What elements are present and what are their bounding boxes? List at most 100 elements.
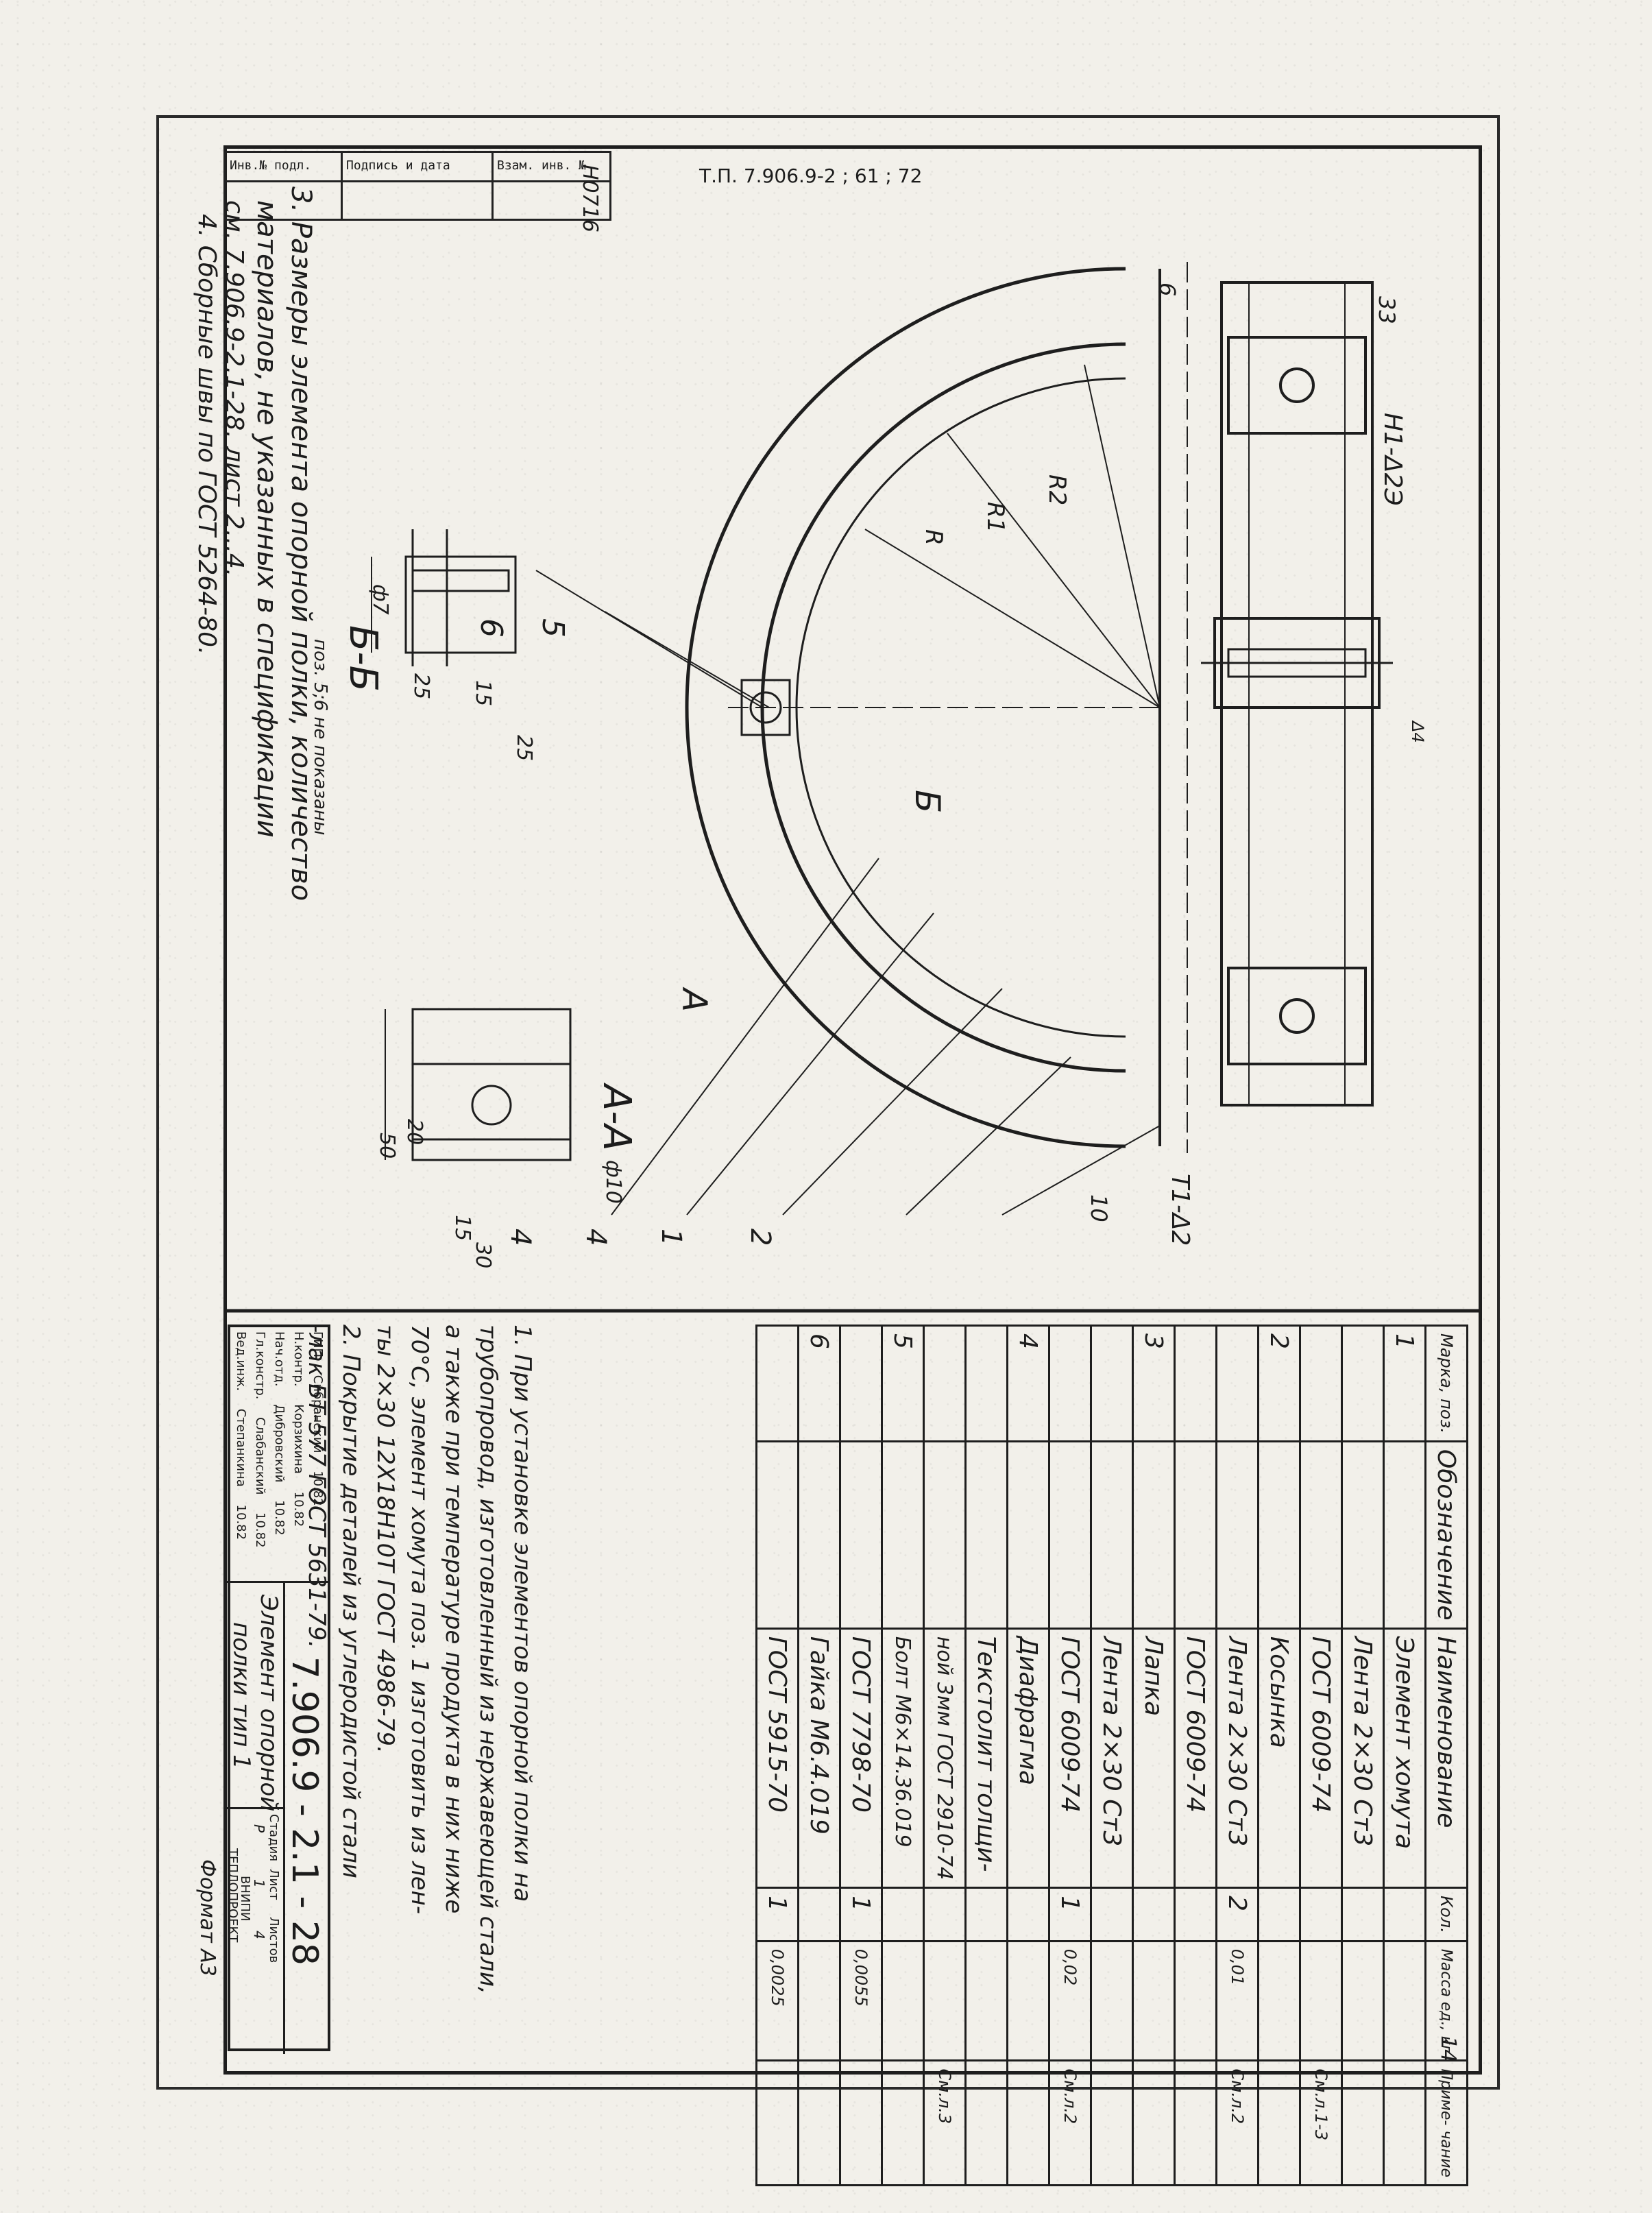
cell: [1300, 1441, 1342, 1629]
cell: 6: [798, 1325, 840, 1442]
weld-mark-bottom: Т1-Δ2: [1166, 1174, 1194, 1246]
stamp-box: Инв.№ подл. Подпись и дата Взам. инв. №: [223, 151, 611, 221]
cell: [840, 1325, 882, 1442]
radius-r: R: [920, 529, 947, 546]
cell: [1216, 1325, 1259, 1442]
cell: [965, 1941, 1008, 2061]
dim-15b: 15: [450, 1215, 474, 1242]
cell: См.л.1-3: [1300, 2060, 1342, 2186]
cell: Гайка М6.4.019: [798, 1628, 840, 1888]
cell: 2: [1258, 1325, 1300, 1442]
stamp-cell-3: Взам. инв. №: [497, 158, 587, 173]
cell: [1174, 2060, 1217, 2186]
cell: [1091, 1325, 1133, 1442]
cell: [1091, 2060, 1133, 2186]
title-block: 7.906.9 - 2.1 - 28 Элемент опорной полки…: [225, 1325, 330, 2054]
cell: [1007, 1887, 1049, 1942]
cell: Текстолит толщи-: [965, 1628, 1008, 1888]
cell: [965, 1441, 1008, 1629]
cell: [798, 1887, 840, 1942]
org-line2: ТЕПЛОПРОЕКТ: [226, 1848, 240, 1943]
pos-4b: 4: [505, 1229, 536, 1246]
dim-25a: 25: [409, 673, 433, 700]
org-line1: ВНИПИ: [238, 1876, 252, 1922]
note-3: 3. Размеры элемента опорной полки, колич…: [285, 186, 317, 902]
table-row: Текстолит толщи-: [965, 1325, 1008, 2186]
doc-reference: Т.П. 7.906.9-2 ; 61 ; 72: [699, 165, 923, 187]
cell: ГОСТ 6009-74: [1049, 1628, 1091, 1888]
cell: 3: [1132, 1325, 1175, 1442]
sheet-label: Лист: [267, 1869, 281, 1900]
dim-25b: 25: [512, 735, 536, 762]
sheets-label: Листов: [267, 1917, 281, 1963]
cell: [882, 1887, 924, 1942]
technical-drawing: [223, 262, 1482, 1313]
cell: [1258, 1441, 1300, 1629]
role-date: 10.82: [272, 1500, 287, 1536]
spec-header-row: Марка, поз. Обозначение Наименование Кол…: [1425, 1325, 1468, 2186]
cell: См.л.3: [923, 2060, 966, 2186]
role-date: 10.82: [291, 1491, 306, 1527]
role-2: Нач.отд. Дибровский 10.82: [272, 1331, 287, 1536]
cell: [1132, 1887, 1175, 1942]
cell: [882, 1441, 924, 1629]
cut-b-mark: Б: [908, 790, 947, 814]
cell: 1: [1049, 1887, 1091, 1942]
dim-10: 10: [1086, 1194, 1112, 1222]
cell: [1132, 2060, 1175, 2186]
role-date: 10.82: [234, 1504, 248, 1540]
cell: 5: [882, 1325, 924, 1442]
role-1: Н.контр. Корзихина 10.82: [291, 1331, 306, 1527]
cell: Лента 2×30 Ст3: [1216, 1628, 1259, 1888]
table-row: Лента 2×30 Ст3: [1091, 1325, 1133, 2186]
cell: Болт М6×14.36.019: [882, 1628, 924, 1888]
cell: [798, 1941, 840, 2061]
cell: Диафрагма: [1007, 1628, 1049, 1888]
role-person: Сибранский: [311, 1375, 325, 1453]
cell: [1258, 1887, 1300, 1942]
stage-value: Р: [251, 1824, 267, 1833]
cell: 1: [840, 1887, 882, 1942]
cell: [923, 1441, 966, 1629]
cell: [923, 1325, 966, 1442]
cell: [1174, 1441, 1217, 1629]
cell: [1341, 1325, 1384, 1442]
cell: Лента 2×30 Ст3: [1091, 1628, 1133, 1888]
cell: [798, 1441, 840, 1629]
cell: [1007, 2060, 1049, 2186]
cell: [1091, 1941, 1133, 2061]
cell: [840, 2060, 882, 2186]
cell: [1300, 1887, 1342, 1942]
cell: [1174, 1941, 1217, 2061]
pos-1: 1: [655, 1229, 687, 1246]
dim-f7: ф7: [368, 584, 392, 615]
cell: 0,02: [1049, 1941, 1091, 2061]
weld-mark-small: Δ4: [1408, 721, 1427, 743]
role-4: Вед.инж. Степанкина 10.82: [234, 1331, 248, 1540]
drawing-frame: [223, 145, 1482, 2075]
section-aa: [385, 1008, 572, 1161]
spec-header: Приме- чание: [1425, 2060, 1468, 2186]
section-aa-title: А-А: [594, 1085, 639, 1151]
dim-15a: 15: [471, 680, 495, 707]
note-1d: 70°С, элемент хомута поз. 1 изготовить и…: [406, 1325, 433, 1915]
cell: [1258, 1941, 1300, 2061]
cell: 4: [1007, 1325, 1049, 1442]
doc-number: 7.906.9 - 2.1 - 28: [284, 1656, 325, 1966]
role-date: 10.82: [253, 1512, 267, 1548]
cell: [923, 1887, 966, 1942]
dim-33: 33: [1374, 296, 1400, 324]
dim-6: 6: [1154, 282, 1180, 297]
role-date: 10.82: [311, 1471, 325, 1506]
cell: [1341, 2060, 1384, 2186]
